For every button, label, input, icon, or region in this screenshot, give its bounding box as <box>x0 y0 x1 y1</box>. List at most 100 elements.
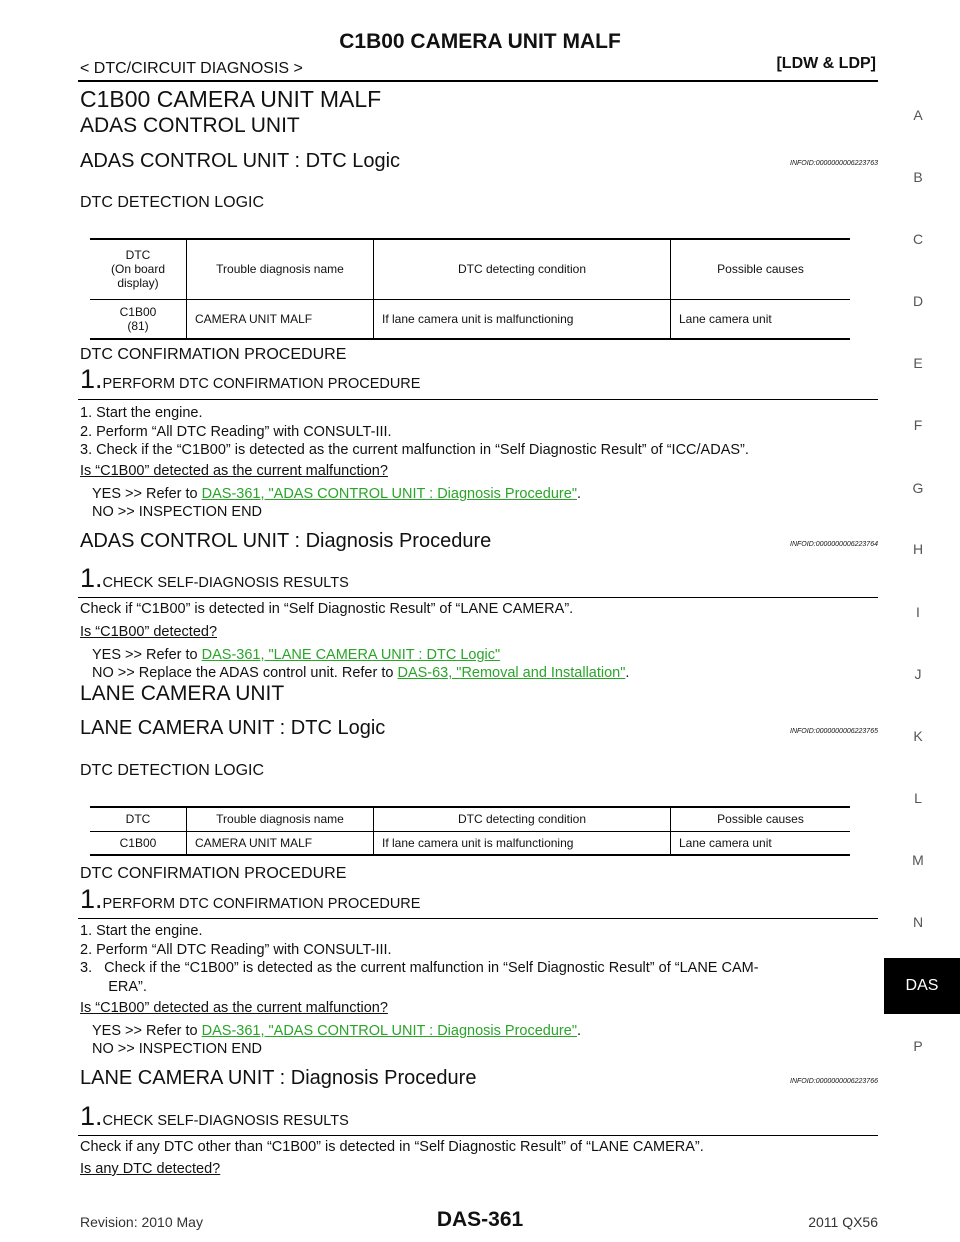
adas-diag-step: 1.CHECK SELF-DIAGNOSIS RESULTS <box>80 563 349 594</box>
section-heading-adas: ADAS CONTROL UNIT <box>80 114 300 137</box>
table-header-cell: Trouble diagnosis name <box>186 807 374 831</box>
table-cell: C1B00 (81) <box>90 299 187 339</box>
yes-text: YES >> Refer to <box>92 486 202 502</box>
side-index-letter[interactable]: D <box>912 293 924 309</box>
table-header-row: DTC (On board display) Trouble diagnosis… <box>90 239 850 299</box>
side-index-letter[interactable]: N <box>912 914 924 930</box>
adas-confirm-step: 1.PERFORM DTC CONFIRMATION PROCEDURE <box>80 364 420 395</box>
table-cell: C1B00 <box>90 831 187 855</box>
reference-link[interactable]: DAS-361, "ADAS CONTROL UNIT : Diagnosis … <box>201 1023 577 1039</box>
table-header-cell: DTC detecting condition <box>373 239 671 299</box>
reference-link[interactable]: DAS-361, "ADAS CONTROL UNIT : Diagnosis … <box>201 486 577 502</box>
side-index-letter[interactable]: L <box>914 790 922 806</box>
table-header-row: DTC Trouble diagnosis name DTC detecting… <box>90 807 850 831</box>
table-cell: CAMERA UNIT MALF <box>186 831 374 855</box>
side-index-letter[interactable]: H <box>912 541 924 557</box>
adas-confirm-no: NO >> INSPECTION END <box>92 504 263 520</box>
side-index-letter[interactable]: P <box>913 1038 923 1054</box>
footer-model: 2011 QX56 <box>808 1214 878 1230</box>
side-index-letter[interactable]: K <box>913 728 923 744</box>
side-index-letter[interactable]: G <box>912 480 924 496</box>
table-cell: If lane camera unit is malfunctioning <box>373 299 671 339</box>
step-number: 1. <box>80 1101 103 1131</box>
step-number: 1. <box>80 563 103 593</box>
header-title: C1B00 CAMERA UNIT MALF <box>339 30 621 53</box>
lane-confirm-steps: 1. Start the engine. 2. Perform “All DTC… <box>80 922 759 996</box>
side-index-letter[interactable]: J <box>914 666 922 682</box>
list-item: 1. Start the engine. <box>80 923 203 939</box>
list-item: 1. Start the engine. <box>80 405 203 421</box>
adas-dtc-logic-infoid: INFOID:0000000006223763 <box>790 160 878 167</box>
side-index-letter[interactable]: M <box>912 852 924 868</box>
lane-confirm-step: 1.PERFORM DTC CONFIRMATION PROCEDURE <box>80 884 420 915</box>
table-header-cell: Trouble diagnosis name <box>186 239 374 299</box>
side-index-letter[interactable]: A <box>913 107 923 123</box>
step-rule <box>78 597 878 598</box>
step-rule <box>78 1135 878 1136</box>
page-title: C1B00 CAMERA UNIT MALF <box>80 86 382 112</box>
side-index-letter[interactable]: I <box>916 604 920 620</box>
list-item: 2. Perform “All DTC Reading” with CONSUL… <box>80 423 392 440</box>
yes-text: YES >> Refer to <box>92 647 202 663</box>
footer-page-number: DAS-361 <box>436 1208 524 1231</box>
table-row: C1B00 (81) CAMERA UNIT MALF If lane came… <box>90 299 850 339</box>
side-index-letter[interactable]: B <box>913 169 923 185</box>
side-index-letter[interactable]: C <box>912 231 924 247</box>
adas-confirm-question: Is “C1B00” detected as the current malfu… <box>80 463 388 479</box>
side-index-letter[interactable]: E <box>913 355 923 371</box>
table-header-cell: Possible causes <box>717 262 804 277</box>
side-index-letter[interactable]: F <box>913 417 923 433</box>
lane-diag-question: Is any DTC detected? <box>80 1161 221 1177</box>
reference-link[interactable]: DAS-63, "Removal and Installation" <box>397 665 626 681</box>
lane-confirm-no: NO >> INSPECTION END <box>92 1041 263 1057</box>
lane-diag-step: 1.CHECK SELF-DIAGNOSIS RESULTS <box>80 1101 349 1132</box>
adas-confirm-yes: YES >> Refer to DAS-361, "ADAS CONTROL U… <box>92 486 581 502</box>
lane-dtc-table: DTC Trouble diagnosis name DTC detecting… <box>90 806 850 856</box>
list-item: 3. Check if the “C1B00” is detected as t… <box>80 960 759 976</box>
lane-dtc-logic-title: LANE CAMERA UNIT : DTC Logic <box>80 717 386 739</box>
side-index-active-tab[interactable]: DAS <box>884 958 960 1014</box>
table-cell: Lane camera unit <box>679 835 772 850</box>
adas-diag-body: Check if “C1B00” is detected in “Self Di… <box>80 601 574 617</box>
step-number: 1. <box>80 884 103 914</box>
adas-dtc-logic-title: ADAS CONTROL UNIT : DTC Logic <box>80 150 401 172</box>
yes-text: YES >> Refer to <box>92 1023 202 1039</box>
step-rule <box>78 399 878 400</box>
adas-confirm-heading: DTC CONFIRMATION PROCEDURE <box>80 346 347 363</box>
adas-diag-title: ADAS CONTROL UNIT : Diagnosis Procedure <box>80 530 492 552</box>
table-header-cell: DTC detecting condition <box>373 807 671 831</box>
list-item: 2. Perform “All DTC Reading” with CONSUL… <box>80 941 392 958</box>
table-row: C1B00 CAMERA UNIT MALF If lane camera un… <box>90 831 850 855</box>
table-header-cell: DTC <box>90 807 187 831</box>
list-item: ERA”. <box>80 978 147 995</box>
list-item: 3. Check if the “C1B00” is detected as t… <box>80 442 749 458</box>
lane-diag-body: Check if any DTC other than “C1B00” is d… <box>80 1139 704 1155</box>
lane-diag-title: LANE CAMERA UNIT : Diagnosis Procedure <box>80 1067 477 1089</box>
step-title: PERFORM DTC CONFIRMATION PROCEDURE <box>102 376 421 392</box>
table-header-cell: DTC (On board display) <box>90 239 187 299</box>
adas-dtc-table: DTC (On board display) Trouble diagnosis… <box>90 238 850 340</box>
table-cell: Lane camera unit <box>679 311 772 326</box>
table-cell: CAMERA UNIT MALF <box>186 299 374 339</box>
table-header-cell: Possible causes <box>717 812 804 827</box>
lane-diag-infoid: INFOID:0000000006223766 <box>790 1078 878 1085</box>
lane-confirm-yes: YES >> Refer to DAS-361, "ADAS CONTROL U… <box>92 1023 581 1039</box>
lane-confirm-question: Is “C1B00” detected as the current malfu… <box>80 1000 388 1016</box>
adas-confirm-steps: 1. Start the engine. 2. Perform “All DTC… <box>80 404 749 460</box>
section-heading-lane: LANE CAMERA UNIT <box>80 682 285 705</box>
step-rule <box>78 918 878 919</box>
reference-link[interactable]: DAS-361, "LANE CAMERA UNIT : DTC Logic" <box>201 647 501 663</box>
no-suffix: . <box>625 665 630 681</box>
yes-suffix: . <box>576 1023 581 1039</box>
step-title: CHECK SELF-DIAGNOSIS RESULTS <box>102 1113 349 1129</box>
adas-diag-yes: YES >> Refer to DAS-361, "LANE CAMERA UN… <box>92 647 500 663</box>
lane-dtc-logic-infoid: INFOID:0000000006223765 <box>790 728 878 735</box>
step-title: CHECK SELF-DIAGNOSIS RESULTS <box>102 575 349 591</box>
header-section: < DTC/CIRCUIT DIAGNOSIS > <box>80 60 303 77</box>
yes-suffix: . <box>576 486 581 502</box>
step-number: 1. <box>80 364 103 394</box>
table-cell: If lane camera unit is malfunctioning <box>373 831 671 855</box>
lane-detection-heading: DTC DETECTION LOGIC <box>80 762 265 779</box>
step-title: PERFORM DTC CONFIRMATION PROCEDURE <box>102 896 421 912</box>
adas-diag-infoid: INFOID:0000000006223764 <box>790 541 878 548</box>
